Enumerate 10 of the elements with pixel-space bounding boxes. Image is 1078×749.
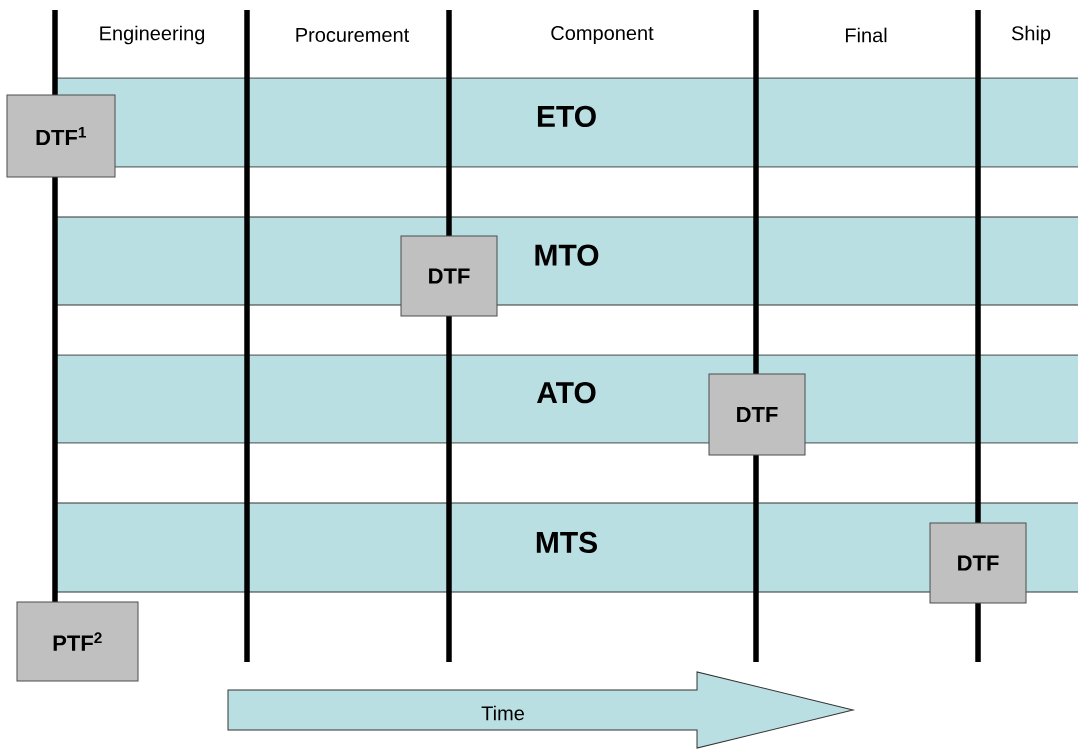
time-fence-box: DTF: [400, 235, 498, 317]
column-header: Engineering: [100, 25, 205, 45]
column-header: Component: [551, 25, 654, 45]
time-fence-box: DTF: [929, 522, 1027, 604]
time-fence-box: PTF$^{2}$: [16, 601, 139, 682]
time-fence-box: DTF: [708, 373, 806, 456]
time-fence-box: DTF$^{1}$: [6, 94, 116, 178]
column-header: Ship: [1011, 25, 1051, 45]
column-header: Procurement: [296, 28, 410, 42]
column-header: Final: [846, 27, 887, 43]
